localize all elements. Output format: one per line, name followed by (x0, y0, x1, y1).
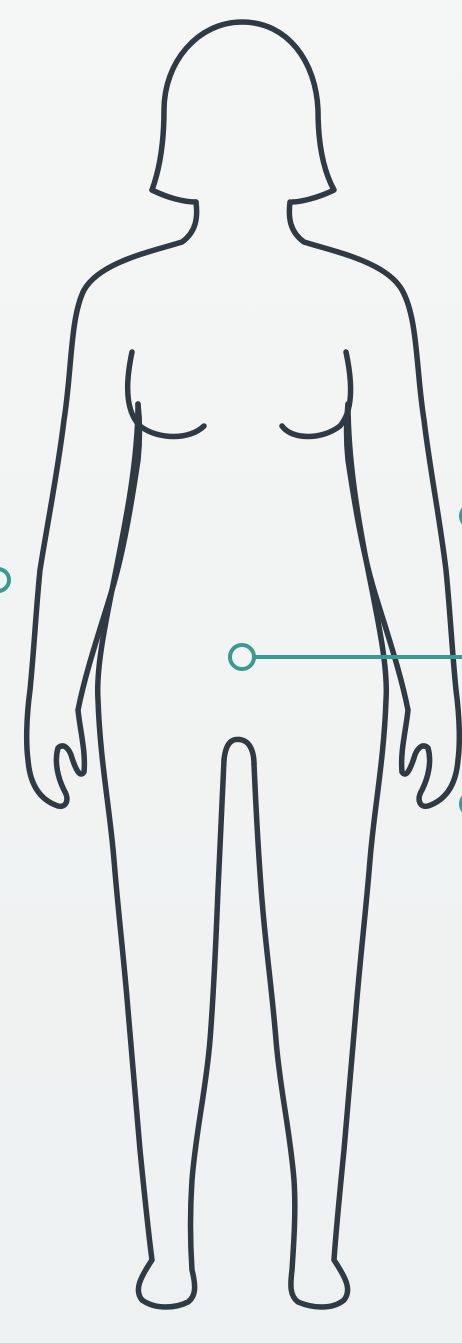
bust-left-outline (128, 352, 204, 437)
body-right-outline (254, 404, 386, 1307)
hair-outline (152, 22, 334, 202)
body-left-outline (27, 202, 197, 806)
face-left-outline (152, 190, 196, 202)
crotch-outline (224, 739, 254, 764)
right-arm-outline (289, 202, 459, 806)
left-edge-marker[interactable] (0, 569, 9, 591)
bust-right-outline (282, 352, 351, 437)
pelvis-marker[interactable] (230, 645, 254, 669)
left-arm-inner-outline (98, 404, 224, 1307)
